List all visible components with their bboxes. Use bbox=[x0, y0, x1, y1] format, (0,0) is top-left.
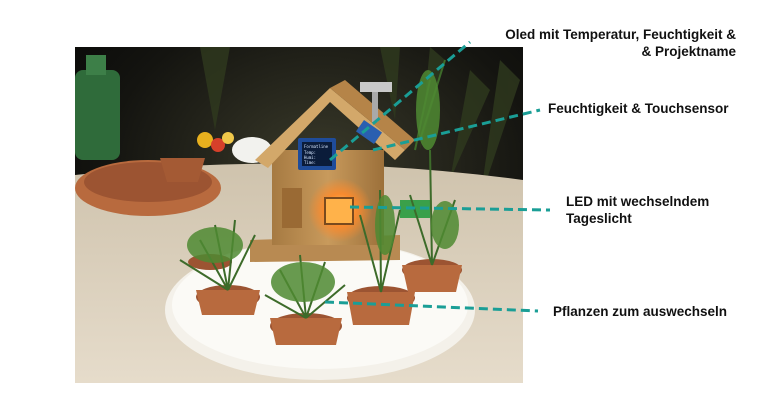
label-led: LED mit wechselndem Tageslicht bbox=[566, 193, 709, 227]
label-oled: Oled mit Temperatur, Feuchtigkeit & & Pr… bbox=[476, 26, 736, 60]
label-led-line-1: LED mit wechselndem bbox=[566, 194, 710, 209]
oled-line-2: Temp: bbox=[304, 150, 316, 155]
project-photo: Formatline Temp: Humi: Time: bbox=[75, 47, 523, 383]
label-oled-line-2: & Projektname bbox=[641, 44, 736, 59]
label-plants-line-1: Pflanzen zum auswechseln bbox=[553, 304, 728, 319]
label-oled-line-1: Oled mit Temperatur, Feuchtigkeit & bbox=[505, 27, 736, 42]
leader-line-led bbox=[349, 205, 551, 212]
leader-line-sensor bbox=[372, 108, 541, 152]
label-sensor: Feuchtigkeit & Touchsensor bbox=[548, 100, 729, 117]
label-plants: Pflanzen zum auswechseln bbox=[553, 303, 727, 320]
label-sensor-line-1: Feuchtigkeit & Touchsensor bbox=[548, 101, 729, 116]
leader-line-oled bbox=[329, 40, 471, 162]
oled-line-4: Time: bbox=[304, 160, 316, 165]
label-led-line-2: Tageslicht bbox=[566, 211, 632, 226]
leader-lines bbox=[324, 40, 551, 313]
oled-line-3: Humi: bbox=[304, 155, 316, 160]
leader-line-plants bbox=[324, 300, 539, 313]
oled-line-1: Formatline bbox=[304, 144, 329, 149]
